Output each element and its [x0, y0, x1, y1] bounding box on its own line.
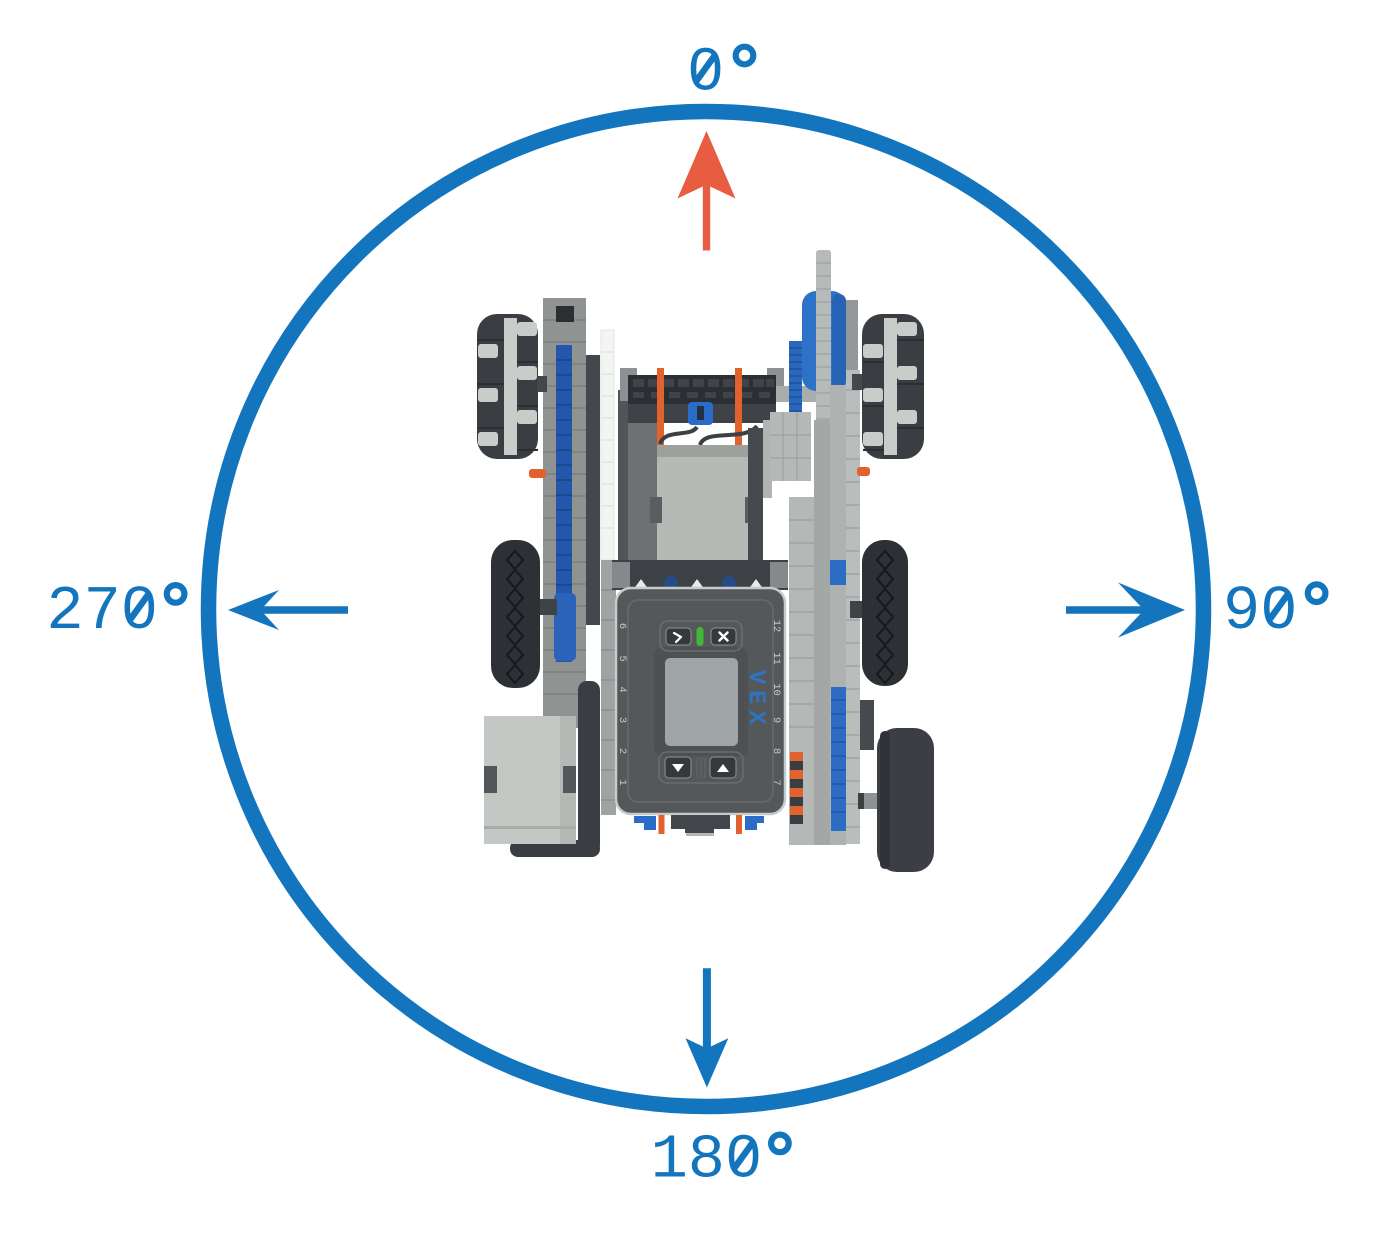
svg-text:90: 90: [1223, 576, 1297, 647]
svg-text:10: 10: [770, 683, 782, 696]
svg-text:12: 12: [770, 620, 782, 633]
svg-text:7: 7: [770, 779, 782, 785]
svg-text:VEX: VEX: [742, 670, 769, 730]
svg-text:3: 3: [616, 717, 628, 723]
svg-text:1: 1: [616, 779, 628, 785]
svg-text:9: 9: [770, 717, 782, 723]
svg-text:11: 11: [770, 652, 782, 665]
svg-text:2: 2: [616, 748, 628, 754]
svg-text:6: 6: [616, 623, 628, 629]
svg-text:4: 4: [616, 686, 628, 692]
svg-text:5: 5: [616, 655, 628, 661]
svg-text:8: 8: [770, 748, 782, 754]
